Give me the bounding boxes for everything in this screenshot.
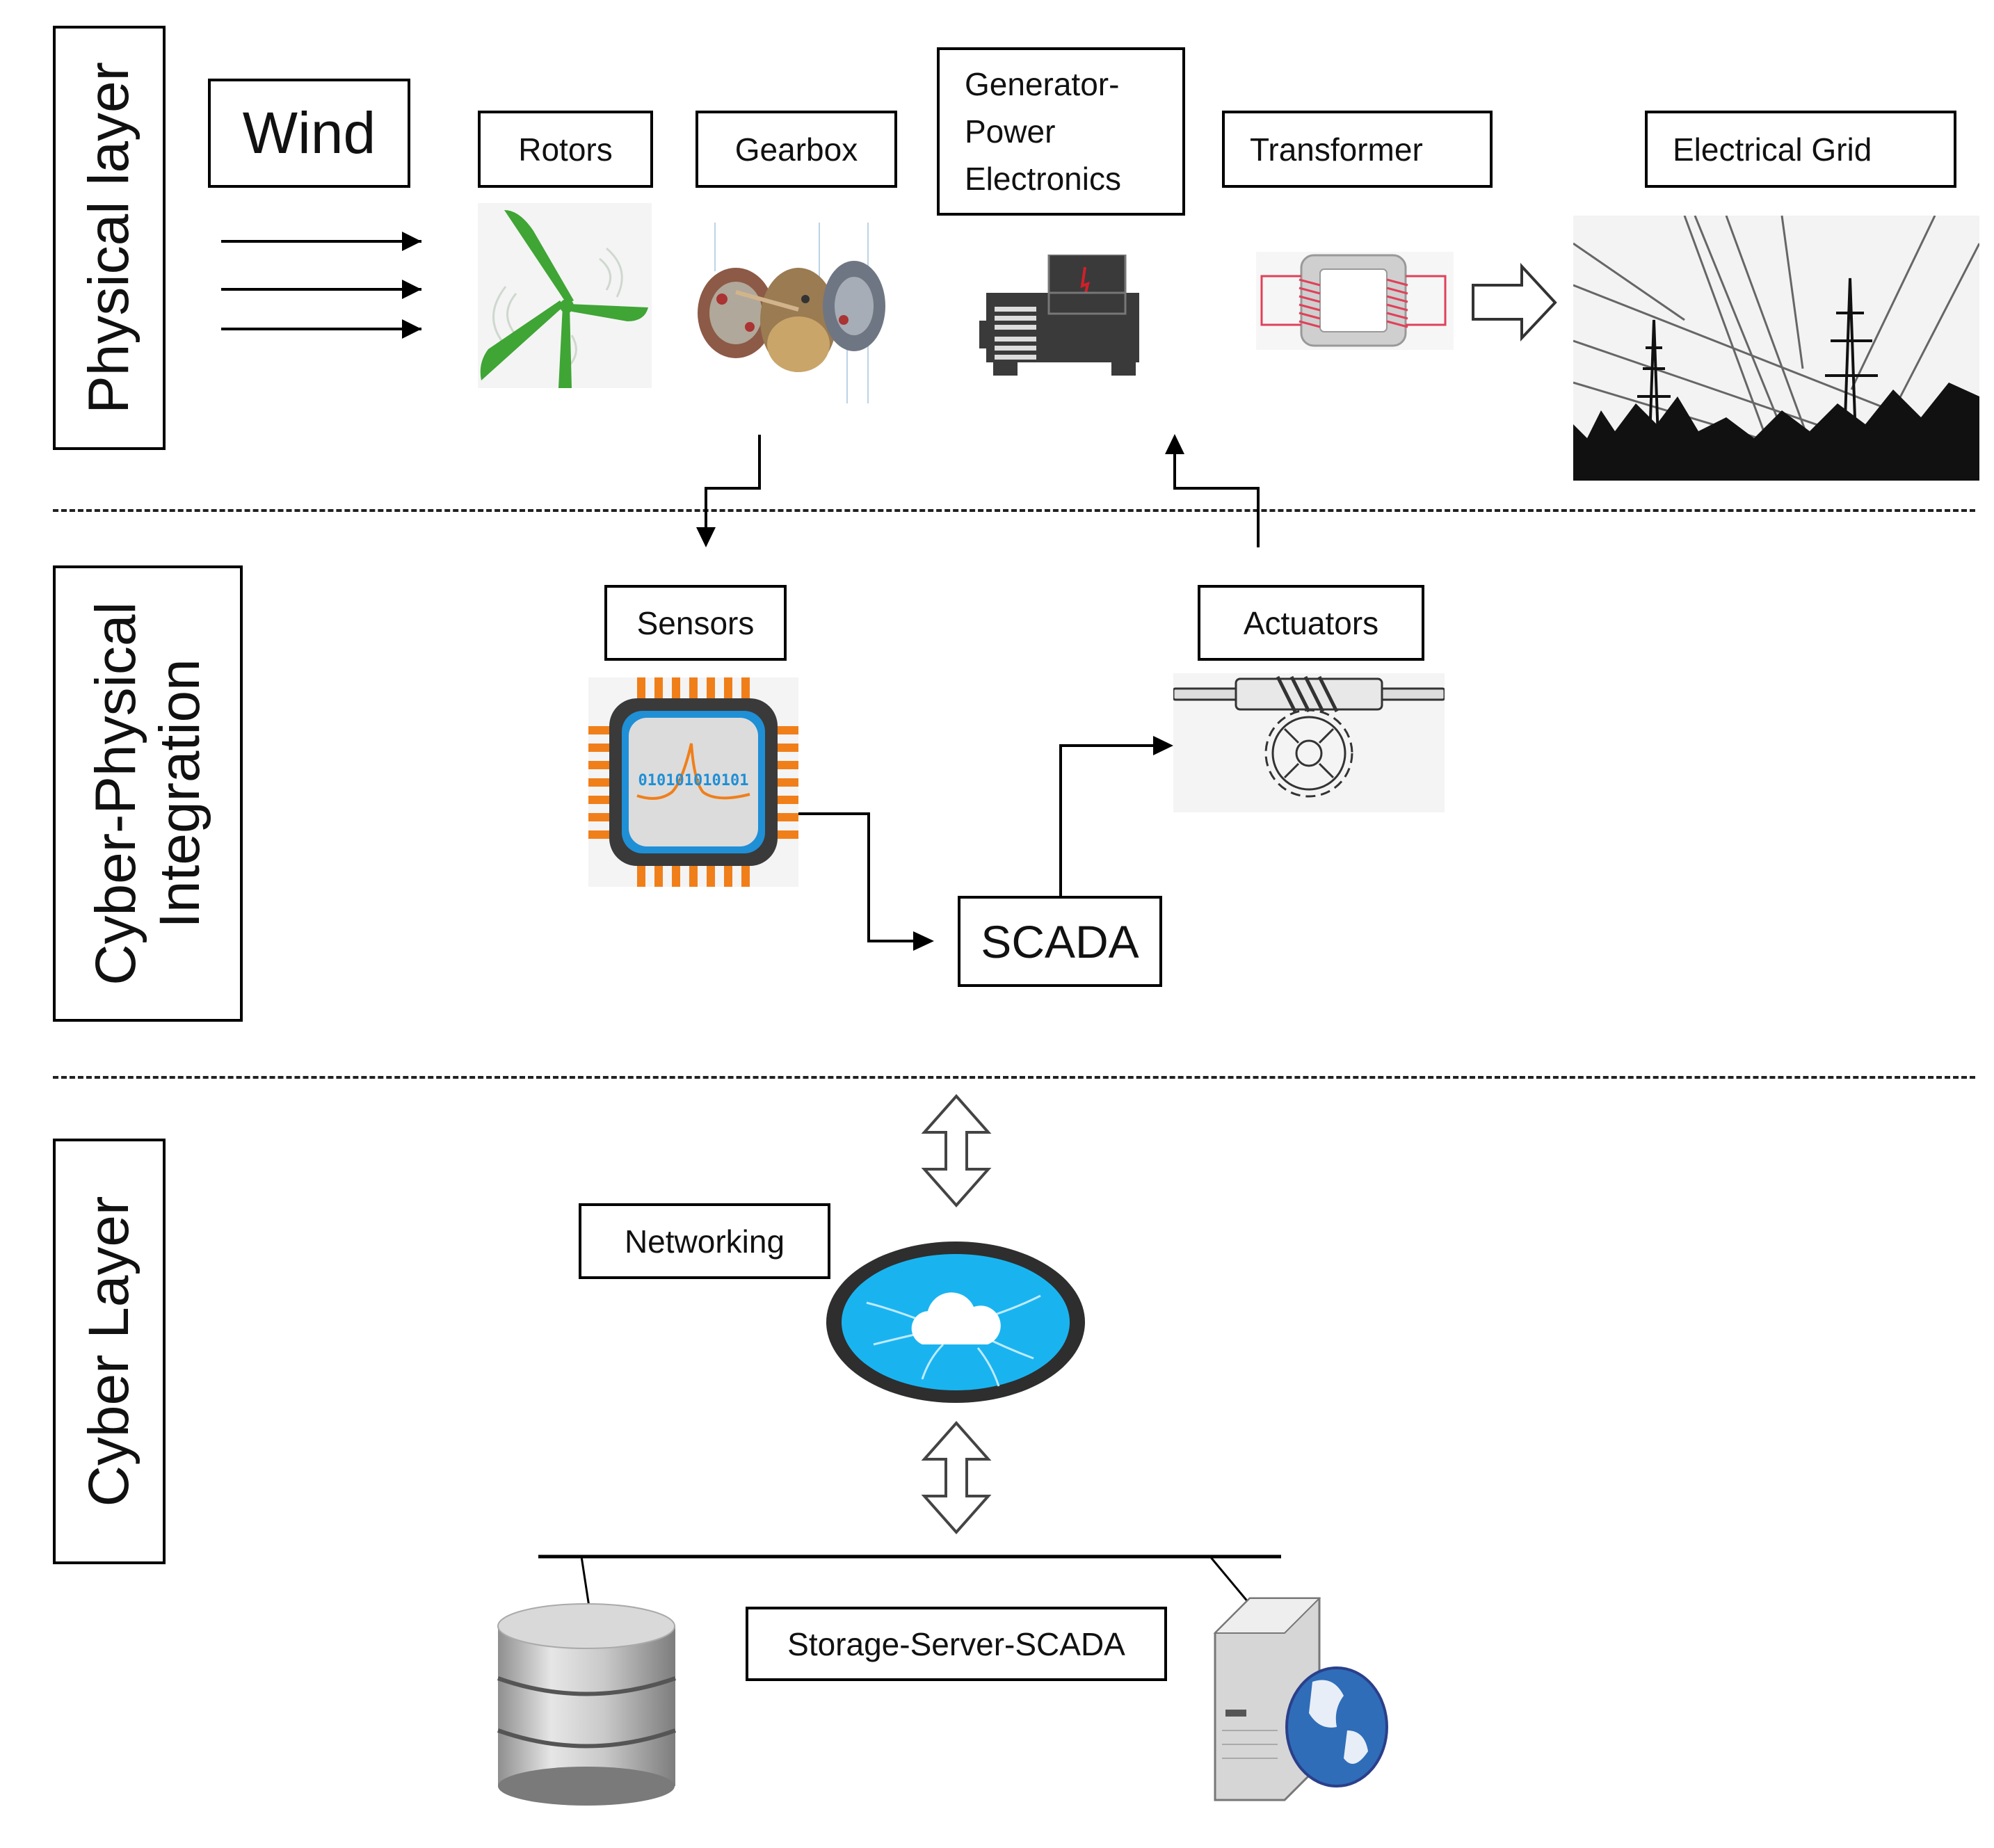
networking-label: Networking <box>579 1203 830 1279</box>
electrical-grid-icon <box>1573 216 1979 481</box>
physical-layer-label: Physical layer <box>53 26 166 450</box>
networking-label-text: Networking <box>624 1223 785 1260</box>
database-icon <box>491 1602 682 1806</box>
cyber-physical-layer-label: Cyber-Physical Integration <box>53 565 243 1022</box>
generator-label-line3: Electronics <box>965 161 1121 197</box>
electrical-grid-label-text: Electrical Grid <box>1673 131 1872 168</box>
electrical-grid-label: Electrical Grid <box>1645 111 1956 188</box>
gearbox-icon <box>694 216 896 409</box>
double-arrow-networking-storage <box>921 1420 992 1535</box>
web-server-icon <box>1208 1591 1388 1806</box>
rotors-label-text: Rotors <box>518 131 613 168</box>
generator-icon <box>979 253 1140 376</box>
arrow-actuators-to-generator-head <box>1165 434 1184 454</box>
cyber-layer-label: Cyber Layer <box>53 1139 166 1564</box>
arrow-sensors-to-scada-head <box>913 931 934 951</box>
arrow-scada-to-actuators <box>1059 744 1155 896</box>
actuators-label-text: Actuators <box>1243 604 1379 641</box>
arrow-scada-to-actuators-head <box>1153 736 1173 755</box>
rotors-label: Rotors <box>478 111 653 188</box>
wind-label: Wind <box>208 79 410 188</box>
arrow-actuators-to-generator <box>1173 452 1260 547</box>
wind-label-text: Wind <box>242 100 376 166</box>
bus-drop-server <box>1209 1556 1253 1607</box>
arrow-gearbox-to-sensors <box>705 435 761 529</box>
arrow-gearbox-to-sensors-head <box>696 527 716 547</box>
scada-label: SCADA <box>958 896 1162 987</box>
wind-arrow-3-head <box>402 319 421 339</box>
wind-arrow-1-head <box>402 232 421 251</box>
gearbox-label: Gearbox <box>696 111 897 188</box>
generator-power-electronics-label: Generator- Power Electronics <box>937 47 1185 216</box>
scada-label-text: SCADA <box>981 915 1139 967</box>
wind-arrow-2-head <box>402 280 421 299</box>
block-arrow-to-grid <box>1472 262 1557 342</box>
transformer-label-text: Transformer <box>1250 131 1423 168</box>
transformer-label: Transformer <box>1222 111 1493 188</box>
generator-label-line2: Power <box>965 113 1056 150</box>
generator-label-line1: Generator- <box>965 66 1120 102</box>
gearbox-label-text: Gearbox <box>734 131 858 168</box>
storage-server-scada-label: Storage-Server-SCADA <box>746 1607 1167 1681</box>
transformer-icon <box>1256 252 1454 350</box>
bus-drop-database <box>580 1556 590 1607</box>
actuator-gear-icon <box>1172 673 1446 812</box>
layer-divider-physical-cyberphysical <box>53 509 1975 512</box>
double-arrow-scada-networking <box>921 1093 992 1208</box>
cloud-network-icon <box>825 1240 1086 1405</box>
sensors-label: Sensors <box>604 585 787 661</box>
actuators-label: Actuators <box>1198 585 1424 661</box>
storage-server-scada-label-text: Storage-Server-SCADA <box>787 1625 1125 1662</box>
wind-arrows <box>221 232 421 339</box>
sensor-chip-binary: 010101010101 <box>638 772 749 789</box>
arrow-sensors-to-scada <box>798 812 915 942</box>
sensor-chip-icon: 010101010101 <box>588 677 798 887</box>
layer-divider-cyberphysical-cyber <box>53 1076 1975 1079</box>
wind-turbine-icon <box>478 203 652 388</box>
sensors-label-text: Sensors <box>636 604 755 641</box>
